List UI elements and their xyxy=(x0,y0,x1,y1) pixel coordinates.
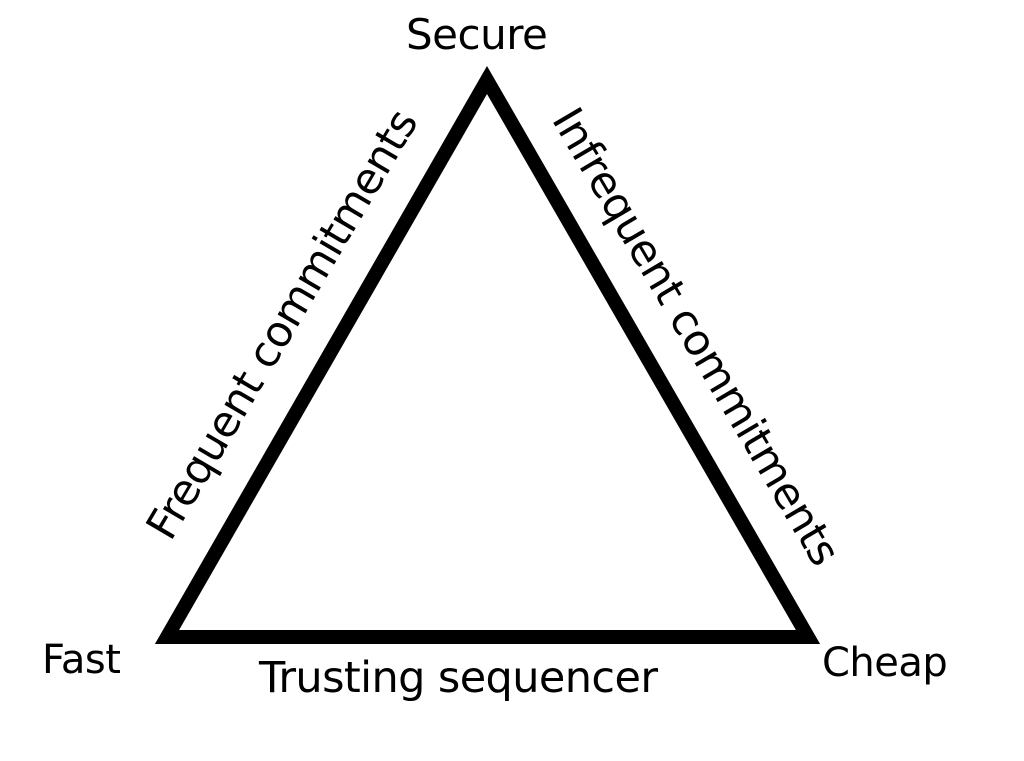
vertex-label-fast: Fast xyxy=(42,637,121,683)
vertex-label-cheap: Cheap xyxy=(822,640,948,686)
triangle-outline xyxy=(154,65,821,644)
vertex-label-secure: Secure xyxy=(406,10,548,59)
edge-label-trusting-sequencer: Trusting sequencer xyxy=(259,653,658,703)
